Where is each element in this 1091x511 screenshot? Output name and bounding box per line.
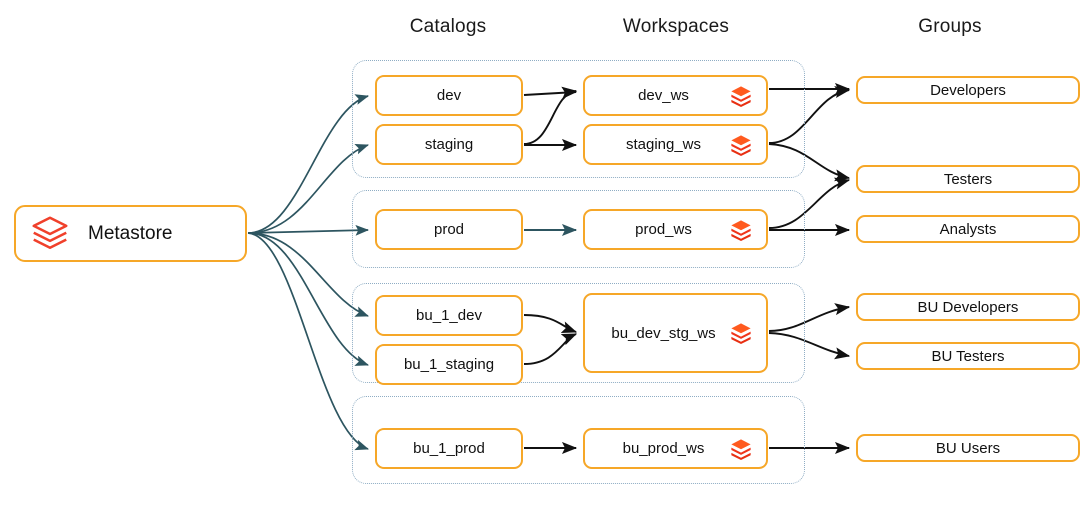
node-catalog-bu-1-staging-label: bu_1_staging <box>403 356 495 373</box>
databricks-logo-icon <box>731 134 751 156</box>
node-group-testers-label: Testers <box>943 170 993 188</box>
edges-metastore-to-catalogs <box>247 94 370 451</box>
node-workspace-staging-ws[interactable]: staging_ws <box>583 124 768 165</box>
node-group-bu-users[interactable]: BU Users <box>856 434 1080 462</box>
node-group-testers[interactable]: Testers <box>856 165 1080 193</box>
env-container-prod <box>352 190 805 268</box>
node-metastore-label: Metastore <box>88 222 173 244</box>
node-catalog-staging[interactable]: staging <box>375 124 523 165</box>
env-container-bu-prod <box>352 396 805 484</box>
node-group-bu-developers[interactable]: BU Developers <box>856 293 1080 321</box>
edge-metastore-bu1dev <box>247 232 369 317</box>
node-workspace-dev-ws-label: dev_ws <box>638 87 689 104</box>
edge-metastore-bu1prod <box>247 232 369 451</box>
column-header-groups: Groups <box>918 16 982 37</box>
databricks-logo-icon <box>731 219 751 241</box>
databricks-logo-icon <box>731 438 751 460</box>
node-catalog-prod[interactable]: prod <box>375 209 523 250</box>
node-group-analysts-label: Analysts <box>939 220 997 238</box>
node-group-bu-developers-label: BU Developers <box>917 298 1019 316</box>
edge-metastore-dev <box>247 94 369 234</box>
column-header-workspaces: Workspaces <box>622 16 730 37</box>
edge-metastore-staging <box>247 144 369 234</box>
node-workspace-bu-dev-stg-ws-label: bu_dev_stg_ws <box>611 324 716 342</box>
node-workspace-bu-dev-stg-ws[interactable]: bu_dev_stg_ws <box>583 293 768 373</box>
env-container-bu-dev-stg <box>352 283 805 383</box>
node-group-analysts[interactable]: Analysts <box>856 215 1080 243</box>
node-catalog-bu-1-staging[interactable]: bu_1_staging <box>375 344 523 385</box>
node-catalog-dev-label: dev <box>436 87 462 104</box>
node-metastore[interactable]: Metastore <box>14 205 247 262</box>
edge-metastore-prod <box>247 224 370 236</box>
node-group-developers-label: Developers <box>930 81 1006 99</box>
databricks-logo-icon <box>731 323 751 344</box>
edge-metastore-bu1staging <box>247 232 369 366</box>
node-workspace-dev-ws[interactable]: dev_ws <box>583 75 768 116</box>
node-group-bu-testers[interactable]: BU Testers <box>856 342 1080 370</box>
node-catalog-bu-1-prod[interactable]: bu_1_prod <box>375 428 523 469</box>
node-group-bu-testers-label: BU Testers <box>931 347 1005 365</box>
node-catalog-dev[interactable]: dev <box>375 75 523 116</box>
node-group-developers[interactable]: Developers <box>856 76 1080 104</box>
env-container-dev-staging <box>352 60 805 178</box>
node-catalog-staging-label: staging <box>424 136 474 153</box>
node-catalog-bu-1-prod-label: bu_1_prod <box>413 440 485 457</box>
node-workspace-bu-prod-ws[interactable]: bu_prod_ws <box>583 428 768 469</box>
databricks-logo-icon <box>32 216 68 249</box>
node-workspace-staging-ws-label: staging_ws <box>625 136 702 153</box>
node-workspace-prod-ws-label: prod_ws <box>635 221 692 238</box>
node-group-bu-users-label: BU Users <box>935 439 1001 457</box>
node-catalog-prod-label: prod <box>433 221 465 238</box>
node-workspace-prod-ws[interactable]: prod_ws <box>583 209 768 250</box>
node-catalog-bu-1-dev-label: bu_1_dev <box>416 307 482 324</box>
column-header-catalogs: Catalogs <box>409 16 487 37</box>
node-catalog-bu-1-dev[interactable]: bu_1_dev <box>375 295 523 336</box>
databricks-logo-icon <box>731 85 751 107</box>
node-workspace-bu-prod-ws-label: bu_prod_ws <box>622 440 705 457</box>
